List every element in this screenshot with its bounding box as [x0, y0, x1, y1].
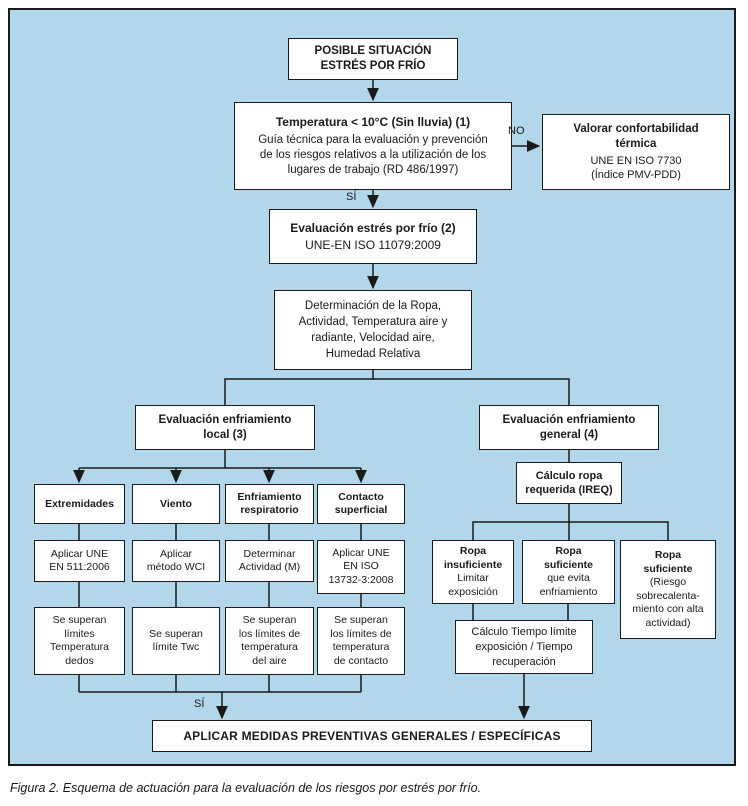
node-title: Ropa suficiente — [643, 549, 693, 575]
node-title: Cálculo ropa requerida (IREQ) — [525, 470, 613, 496]
node-superan-limites-contacto: Se superan los límites de temperatura de… — [317, 607, 405, 675]
node-aplicar-une-511: Aplicar UNE EN 511:2006 — [34, 540, 125, 582]
node-title: Ropa suficiente — [543, 545, 593, 571]
node-enfriamiento-general: Evaluación enfriamiento general (4) — [479, 405, 659, 450]
node-enfriamiento-respiratorio: Enfriamiento respiratorio — [225, 484, 314, 524]
label-no: NO — [508, 125, 525, 137]
node-body: (Riesgo sobrecalenta- miento con alta ac… — [632, 576, 704, 629]
label-si-top: SÍ — [346, 191, 357, 203]
node-valorar-confortabilidad: Valorar confortabilidad térmica UNE EN I… — [542, 114, 730, 190]
label-si-bottom: SÍ — [194, 698, 205, 710]
flowchart-figure: POSIBLE SITUACIÓN ESTRÉS POR FRÍO Temper… — [8, 8, 736, 766]
node-title: Enfriamiento respiratorio — [237, 491, 302, 516]
node-title: Evaluación enfriamiento local (3) — [158, 413, 292, 441]
node-posible-situacion: POSIBLE SITUACIÓN ESTRÉS POR FRÍO — [288, 38, 458, 80]
node-enfriamiento-local: Evaluación enfriamiento local (3) — [135, 405, 315, 450]
node-body: Guía técnica para la evaluación y preven… — [258, 134, 488, 176]
node-title: Temperatura < 10°C (Sin lluvia) (1) — [275, 115, 471, 129]
node-body: Limitar exposición — [448, 572, 498, 598]
node-title: APLICAR MEDIDAS PREVENTIVAS GENERALES / … — [183, 729, 561, 743]
node-title: Valorar confortabilidad térmica — [573, 123, 699, 150]
figure-caption: Figura 2. Esquema de actuación para la e… — [10, 781, 482, 795]
node-body: UNE EN ISO 7730 (Índice PMV-PDD) — [590, 155, 682, 181]
node-title: Evaluación enfriamiento general (4) — [502, 413, 636, 441]
node-body: Se superan límites Temperatura dedos — [50, 614, 109, 667]
node-determinacion: Determinación de la Ropa, Actividad, Tem… — [274, 290, 472, 370]
node-aplicar-metodo-wci: Aplicar método WCI — [132, 540, 220, 582]
node-evaluacion-estres: Evaluación estrés por frío (2) UNE-EN IS… — [269, 209, 477, 264]
node-aplicar-iso-13732: Aplicar UNE EN ISO 13732-3:2008 — [317, 540, 405, 594]
node-ropa-insuficiente: Ropa insuficiente Limitar exposición — [432, 540, 514, 604]
node-title: Extremidades — [45, 497, 114, 510]
node-title: Ropa insuficiente — [443, 545, 503, 571]
node-ropa-suficiente-riesgo: Ropa suficiente (Riesgo sobrecalenta- mi… — [620, 540, 716, 639]
node-superan-limites-aire: Se superan los límites de temperatura de… — [225, 607, 314, 675]
node-body: que evita enfriamiento — [539, 572, 598, 598]
node-viento: Viento — [132, 484, 220, 524]
node-body: Se superan los límites de temperatura de… — [238, 614, 301, 667]
node-body: Determinación de la Ropa, Actividad, Tem… — [298, 300, 448, 360]
node-body: Aplicar UNE EN 511:2006 — [49, 547, 110, 574]
node-title: POSIBLE SITUACIÓN ESTRÉS POR FRÍO — [314, 45, 432, 72]
node-extremidades: Extremidades — [34, 484, 125, 524]
node-temperatura: Temperatura < 10°C (Sin lluvia) (1) Guía… — [234, 102, 512, 190]
node-ropa-suficiente-evita: Ropa suficiente que evita enfriamiento — [522, 540, 615, 604]
node-title: Viento — [160, 497, 192, 510]
node-calculo-ropa-ireq: Cálculo ropa requerida (IREQ) — [516, 462, 622, 504]
node-calculo-tiempo-limite: Cálculo Tiempo límite exposición / Tiemp… — [455, 620, 593, 674]
node-body: Cálculo Tiempo límite exposición / Tiemp… — [471, 625, 577, 668]
node-body: Se superan los límites de temperatura de… — [330, 614, 392, 667]
node-title: Contacto superficial — [334, 491, 388, 516]
node-title: Evaluación estrés por frío (2) — [290, 221, 456, 235]
node-body: Se superan límite Twc — [149, 627, 203, 654]
node-superan-limites-dedos: Se superan límites Temperatura dedos — [34, 607, 125, 675]
node-determinar-actividad: Determinar Actividad (M) — [225, 540, 314, 582]
node-contacto-superficial: Contacto superficial — [317, 484, 405, 524]
node-superan-limite-twc: Se superan límite Twc — [132, 607, 220, 675]
node-body: Determinar Actividad (M) — [238, 547, 301, 574]
node-aplicar-medidas-preventivas: APLICAR MEDIDAS PREVENTIVAS GENERALES / … — [152, 720, 592, 752]
node-body: UNE-EN ISO 11079:2009 — [305, 238, 441, 252]
node-body: Aplicar UNE EN ISO 13732-3:2008 — [328, 546, 394, 586]
node-body: Aplicar método WCI — [146, 547, 206, 574]
